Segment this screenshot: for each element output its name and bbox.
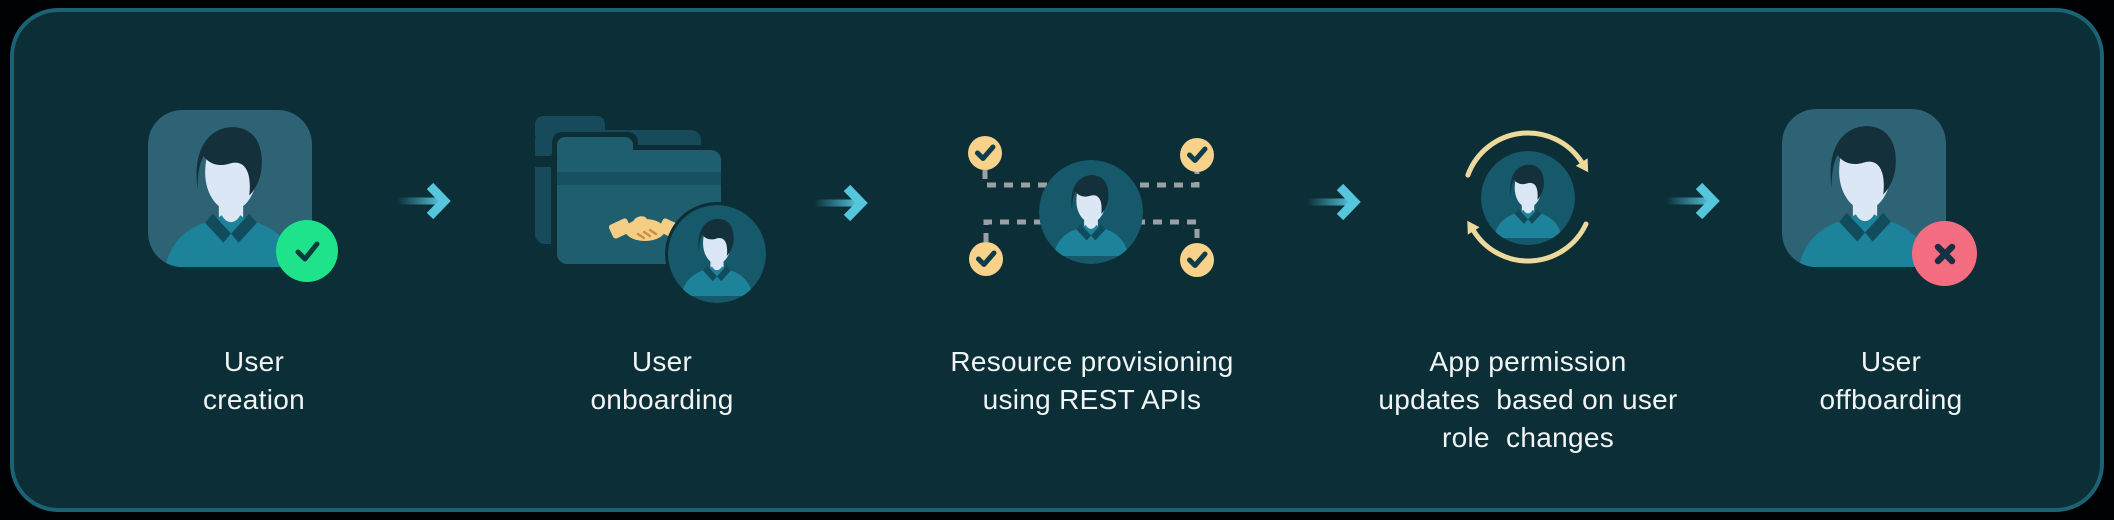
step-label-user-offboarding: User offboarding: [1819, 346, 1963, 415]
refresh-arrows-icon: [1465, 130, 1589, 264]
arrow-right-icon: [1666, 182, 1720, 220]
step-label-app-permission-updates: App permission updates based on user rol…: [1378, 346, 1678, 453]
step-label-user-onboarding: User onboarding: [590, 346, 734, 415]
step-label-resource-provisioning: Resource provisioning using REST APIs: [950, 346, 1234, 415]
user-onboarding-icon: [529, 104, 779, 314]
user-avatar-square-icon: [148, 110, 312, 267]
flow-panel: User creation: [10, 8, 2104, 512]
arrow-right-icon: [397, 182, 451, 220]
user-creation-icon: [148, 110, 312, 267]
step-label-user-creation: User creation: [202, 346, 306, 415]
arrow-right-icon: [814, 184, 868, 222]
folders-icon: [535, 116, 769, 306]
check-badge-icon: [276, 220, 338, 282]
cross-badge-icon: [1912, 221, 1977, 286]
arrow-right-icon: [1307, 183, 1361, 221]
user-offboarding-icon: [1782, 109, 1946, 267]
app-permission-updates-icon: [1448, 117, 1608, 277]
user-avatar-circle-icon: [1039, 160, 1143, 264]
handshake-icon: [608, 216, 682, 241]
user-network-checks-icon: [968, 136, 1214, 277]
user-avatar-square-icon: [1782, 109, 1946, 267]
user-avatar-circle-icon: [665, 202, 769, 306]
user-avatar-circle-icon: [1481, 151, 1575, 245]
check-circles-icon: [968, 136, 1214, 277]
user-refresh-arrows-icon: [1465, 130, 1589, 264]
resource-provisioning-icon: [952, 128, 1232, 288]
